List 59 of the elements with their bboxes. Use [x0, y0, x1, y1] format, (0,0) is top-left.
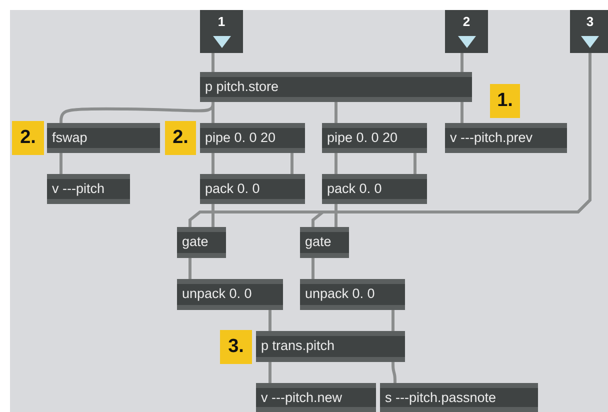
patch-cord	[268, 362, 272, 383]
object-label: v ---pitch.prev	[450, 130, 533, 145]
object-box	[322, 174, 427, 204]
patch-cord	[212, 102, 214, 123]
patch-cord	[290, 153, 294, 174]
patch-cord	[188, 258, 192, 279]
patch-cord	[392, 362, 396, 384]
object-label: gate	[182, 234, 208, 249]
inlet-number: 2	[462, 14, 472, 30]
object-label: p trans.pitch	[261, 338, 335, 353]
callout-number: 1.	[490, 84, 520, 118]
patch-cord	[334, 204, 338, 227]
patch-cord	[212, 53, 214, 72]
patch-cord	[334, 153, 338, 174]
inlet-box	[570, 10, 608, 53]
patch-cord	[312, 258, 314, 279]
object-box	[177, 227, 226, 258]
object-box	[47, 123, 160, 153]
inlet-number: 3	[585, 14, 595, 30]
callout-number: 2.	[12, 121, 44, 155]
object-label: pipe 0. 0 20	[205, 130, 276, 145]
object-label: pack 0. 0	[205, 181, 260, 196]
patch-cord	[334, 102, 338, 123]
object-label: s ---pitch.passnote	[385, 390, 496, 405]
object-box	[300, 227, 349, 258]
patch-cord	[460, 53, 464, 72]
object-box	[445, 123, 567, 153]
patch-cord	[414, 153, 416, 174]
object-box	[200, 72, 472, 102]
patch-cord	[268, 310, 272, 331]
object-box	[380, 383, 538, 412]
object-label: v ---pitch	[52, 181, 105, 196]
object-label: p pitch.store	[205, 79, 279, 94]
patch-cord	[460, 102, 464, 123]
inlet-number: 1	[216, 14, 226, 30]
inlet-box	[445, 10, 488, 53]
callout-number: 3.	[220, 330, 252, 364]
patch-cord	[312, 53, 592, 227]
patch-cord	[212, 153, 214, 174]
object-box	[47, 174, 130, 204]
object-label: fswap	[52, 130, 88, 145]
object-label: pack 0. 0	[327, 181, 382, 196]
object-label: gate	[305, 234, 332, 249]
patch-cord	[212, 204, 214, 227]
object-label: v ---pitch.new	[261, 390, 342, 405]
object-box	[200, 174, 305, 204]
inlet-box	[200, 10, 243, 53]
object-box	[322, 123, 427, 153]
object-label: unpack 0. 0	[182, 286, 252, 301]
object-box	[177, 279, 283, 310]
object-box	[256, 331, 405, 362]
object-box	[256, 383, 376, 412]
patch-cord	[392, 310, 394, 331]
object-box	[300, 279, 405, 310]
object-label: unpack 0. 0	[305, 286, 375, 301]
patch-cord	[60, 153, 62, 174]
callout-number: 2.	[165, 121, 196, 155]
object-label: pipe 0. 0 20	[327, 130, 398, 145]
object-box	[200, 123, 305, 153]
